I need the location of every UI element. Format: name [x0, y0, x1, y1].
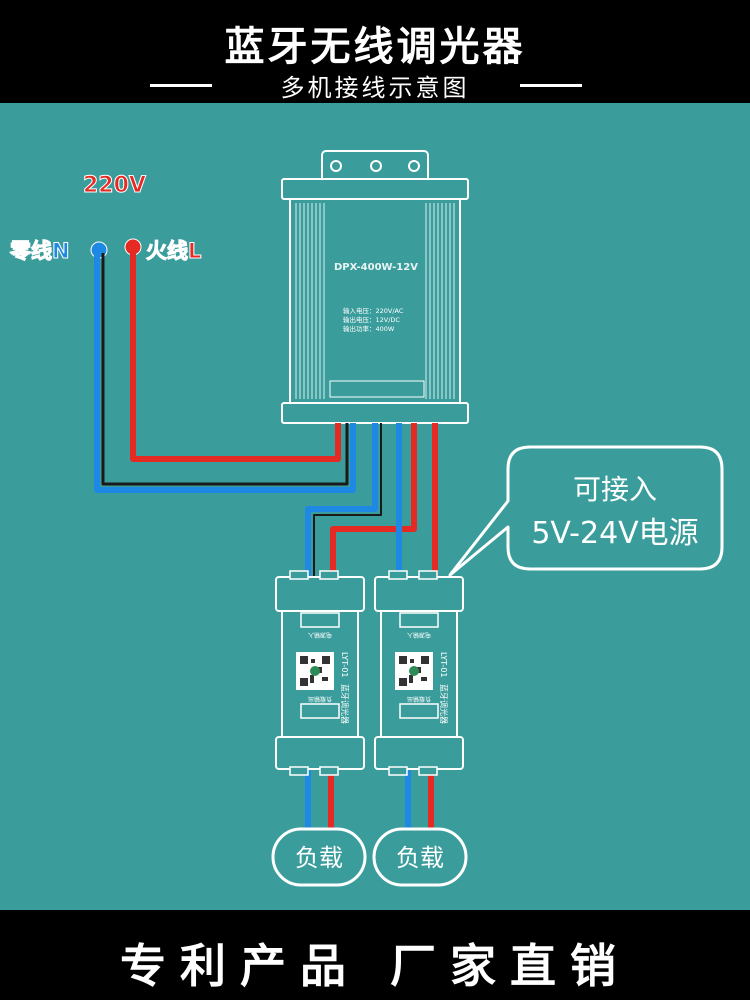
dimmer-model: LYT-01 — [439, 652, 448, 678]
header-bar: 蓝牙无线调光器 多机接线示意图 — [0, 0, 750, 103]
callout-line-2: 5V-24V电源 — [531, 516, 698, 551]
neutral-label: 零线N — [9, 239, 70, 263]
page-title: 蓝牙无线调光器 — [224, 24, 526, 70]
subtitle-rule-left — [150, 84, 212, 87]
dimmer-name: 蓝牙调光器 — [340, 684, 350, 724]
dimmer-input-label: 电源输入 — [308, 631, 332, 639]
voltage-label: 220V — [83, 173, 146, 198]
page-subtitle: 多机接线示意图 — [280, 74, 470, 102]
footer-bar: 专利产品 厂家直销 — [0, 910, 750, 1000]
wiring-diagram-area: 220V 零线N 火线L — [0, 103, 750, 910]
callout-line-1: 可接入 — [573, 473, 657, 506]
dc-wires — [305, 423, 438, 583]
dimmer-model: LYT-01 — [340, 652, 349, 678]
live-terminal-dot — [124, 238, 142, 256]
live-label: 火线L — [146, 239, 201, 263]
psu-spec-output: 输出电压：12V/DC — [343, 315, 400, 324]
dimmer-module-2: 电源输入 LYT-01 蓝牙调光器 负载输出 — [374, 570, 464, 776]
wiring-diagram: 220V 零线N 火线L — [9, 150, 724, 887]
load-label: 负载 — [396, 844, 444, 872]
psu-model: DPX-400W-12V — [334, 262, 418, 273]
subtitle-rule-right — [520, 84, 582, 87]
psu-spec-input: 输入电压：220V/AC — [343, 306, 404, 315]
power-supply-unit: DPX-400W-12V 输入电压：220V/AC 输出电压：12V/DC 输出… — [281, 150, 469, 424]
load-1: 负载 — [271, 827, 367, 887]
dimmer-module-1: 电源输入 LYT-01 蓝牙调光器 负载输出 — [275, 570, 365, 776]
dimmer-input-label: 电源输入 — [407, 631, 431, 639]
load-label: 负载 — [295, 844, 343, 872]
dimmer-name: 蓝牙调光器 — [439, 684, 449, 724]
footer-slogan: 专利产品 厂家直销 — [119, 939, 630, 993]
dimmer-output-label: 负载输出 — [308, 695, 332, 703]
psu-spec-power: 输出功率：400W — [343, 324, 395, 333]
load-2: 负载 — [372, 827, 468, 887]
mains-wires — [94, 253, 356, 493]
callout-bubble: 可接入 5V-24V电源 — [448, 445, 724, 577]
dimmer-output-label: 负载输出 — [407, 695, 431, 703]
